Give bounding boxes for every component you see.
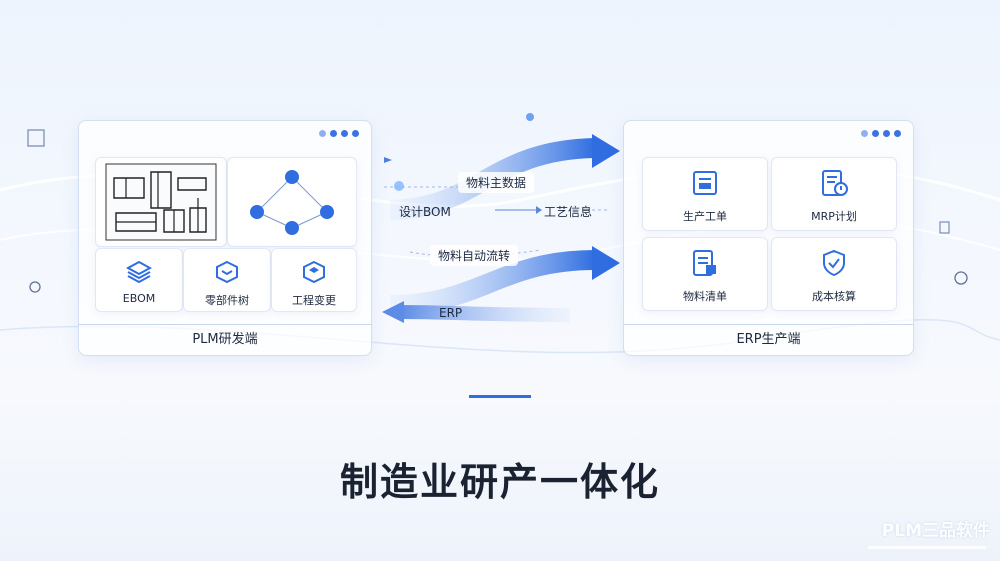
drawing-card[interactable] xyxy=(95,157,227,247)
flow-label-material-master: 物料主数据 xyxy=(458,172,535,193)
panel-footer: PLM研发端 xyxy=(79,324,371,355)
window-dots xyxy=(861,130,901,137)
module-label: 工程变更 xyxy=(292,294,336,307)
flow-label-erp: ERP xyxy=(439,306,463,320)
module-label: MRP计划 xyxy=(811,210,857,223)
bracket-icon xyxy=(27,129,45,147)
plm-panel: EBOM 零部件树 工程变更 PLM研发端 xyxy=(78,120,372,356)
technical-drawing-image xyxy=(105,163,217,241)
mrp-plan-icon xyxy=(822,170,848,196)
module-card-engineering-change[interactable]: 工程变更 xyxy=(271,248,357,312)
shield-check-icon xyxy=(823,249,845,277)
flow-arrows xyxy=(382,113,620,323)
module-label: 物料清单 xyxy=(683,290,727,303)
module-label: 成本核算 xyxy=(812,290,856,303)
module-card-parts-tree[interactable]: 零部件树 xyxy=(183,248,271,312)
layers-icon xyxy=(126,260,152,284)
module-card-work-order[interactable]: 生产工单 xyxy=(642,157,768,231)
flow-label-design-bom: 设计BOM xyxy=(399,205,451,219)
flow-label-auto-flow: 物料自动流转 xyxy=(430,245,519,266)
doc-small-icon xyxy=(939,221,950,234)
work-order-icon xyxy=(693,171,717,195)
window-dots xyxy=(319,130,359,137)
module-label: EBOM xyxy=(122,292,156,305)
module-card-bill-of-materials[interactable]: 物料清单 xyxy=(642,237,768,311)
bill-of-materials-icon xyxy=(693,250,716,276)
structure-tree-card[interactable] xyxy=(227,157,357,247)
erp-panel: 生产工单 MRP计划 物料清单 成本核算 ERP生产端 xyxy=(623,120,914,356)
module-label: 零部件树 xyxy=(205,294,249,307)
page-title: 制造业研产一体化 xyxy=(339,460,660,504)
module-card-mrp-plan[interactable]: MRP计划 xyxy=(771,157,897,231)
ring-icon xyxy=(29,281,41,293)
brand-watermark: PLM三品软件 xyxy=(881,521,990,541)
module-card-ebom[interactable]: EBOM xyxy=(95,248,183,312)
panel-footer: ERP生产端 xyxy=(624,324,913,355)
module-card-cost-accounting[interactable]: 成本核算 xyxy=(771,237,897,311)
box-icon xyxy=(216,260,238,284)
ring-icon xyxy=(954,271,968,285)
title-accent-bar xyxy=(469,395,531,398)
flow-label-process-info: 工艺信息 xyxy=(544,205,593,219)
watermark-underline xyxy=(868,546,986,549)
module-label: 生产工单 xyxy=(683,210,727,223)
return-flow-arrow xyxy=(399,305,571,322)
stack-icon xyxy=(303,260,325,284)
lower-flow-arrow xyxy=(389,250,596,315)
structure-tree-diagram xyxy=(250,170,334,235)
